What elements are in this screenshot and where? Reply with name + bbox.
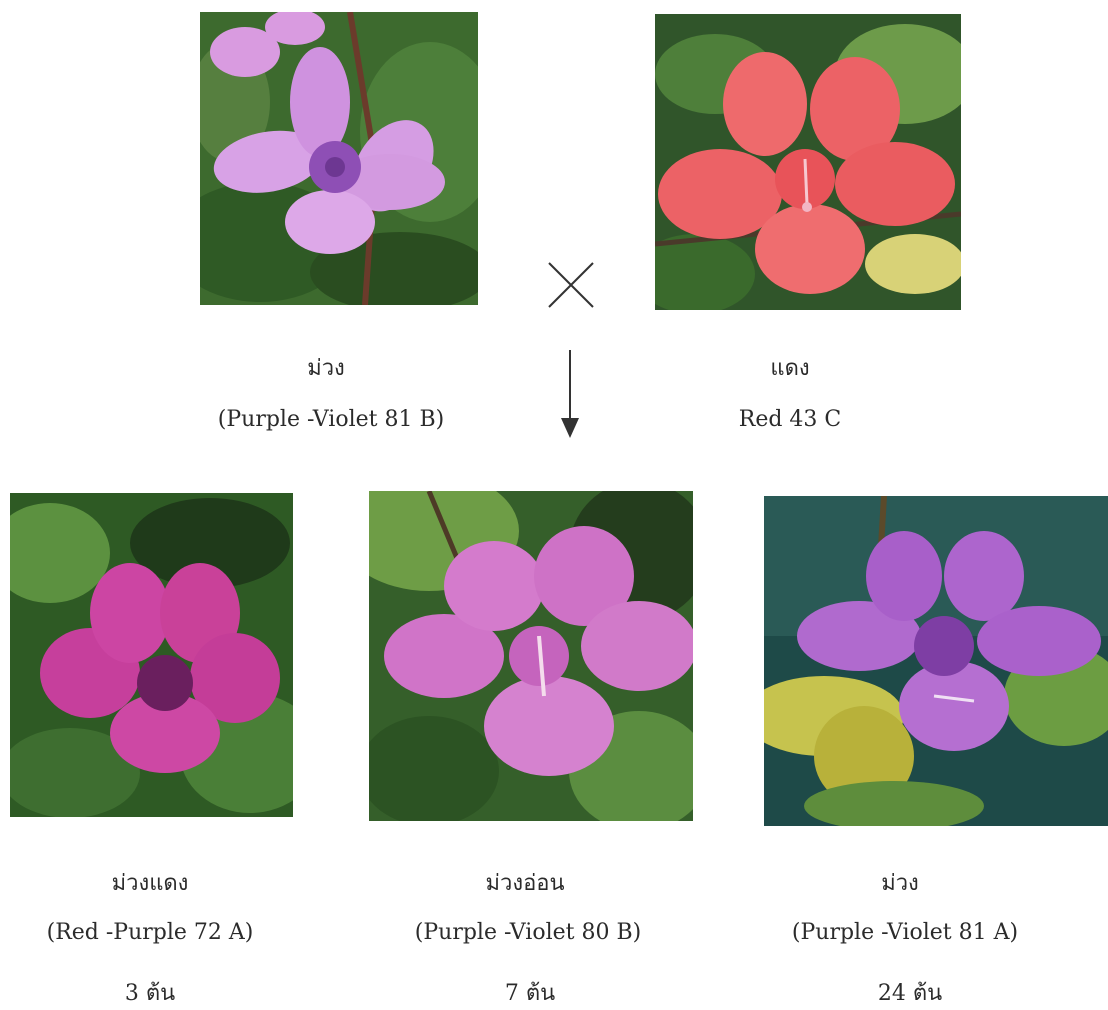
offspring-2-code: (Purple -Violet 80 B) — [378, 920, 678, 945]
offspring-2-count: 7 ต้น — [470, 975, 590, 1010]
red-purple-flower-image — [10, 493, 293, 817]
parent-photo-red — [655, 14, 961, 310]
light-purple-flower-image — [369, 491, 693, 821]
offspring-1-code: (Red -Purple 72 A) — [10, 920, 290, 945]
parent-right-name: แดง — [750, 350, 830, 385]
offspring-3-count: 24 ต้น — [845, 975, 975, 1010]
parent-right-code: Red 43 C — [720, 407, 860, 432]
parent-photo-purple — [200, 12, 478, 305]
offspring-2-name: ม่วงอ่อน — [430, 865, 620, 900]
purple-offspring-flower-image — [764, 496, 1108, 826]
offspring-3-code: (Purple -Violet 81 A) — [760, 920, 1050, 945]
offspring-photo-light-purple — [369, 491, 693, 821]
purple-flower-image — [200, 12, 478, 305]
offspring-photo-red-purple — [10, 493, 293, 817]
cross-symbol-icon — [546, 260, 596, 310]
down-arrow-icon — [558, 350, 582, 440]
offspring-1-name: ม่วงแดง — [60, 865, 240, 900]
offspring-photo-purple — [764, 496, 1108, 826]
parent-left-name: ม่วง — [286, 350, 366, 385]
parent-left-code: (Purple -Violet 81 B) — [196, 407, 466, 432]
offspring-3-name: ม่วง — [840, 865, 960, 900]
red-flower-image — [655, 14, 961, 310]
offspring-1-count: 3 ต้น — [90, 975, 210, 1010]
